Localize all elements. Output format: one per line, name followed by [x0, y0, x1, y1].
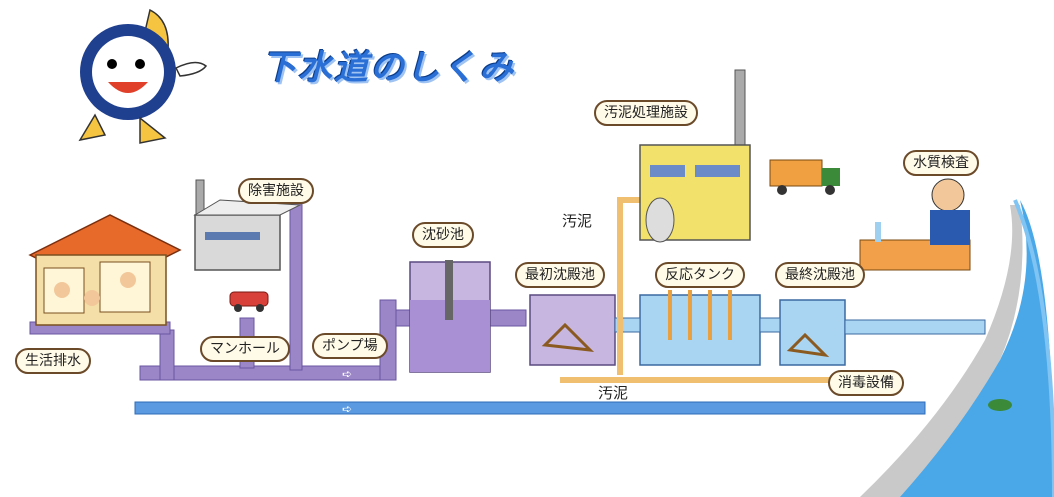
label-chinsachi: 沈砂池	[412, 222, 474, 248]
label-suishitsu-kensa: 水質検査	[903, 150, 979, 176]
label-shodoku-setsubi: 消毒設備	[828, 370, 904, 396]
flow-arrow-icon: ➪	[342, 402, 352, 416]
page-title: 下水道のしくみ	[262, 48, 516, 88]
svg-text:➪: ➪	[342, 367, 352, 381]
label-odei-lower: 汚泥	[598, 384, 629, 402]
label-seikatsu-haisui: 生活排水	[15, 348, 91, 374]
sludge-plant-icon	[639, 69, 751, 243]
river	[860, 199, 1054, 497]
label-saisho-chindenchi: 最初沈殿池	[515, 262, 605, 288]
storm-pipe	[134, 401, 926, 415]
label-odei-shori-shisetsu: 汚泥処理施設	[594, 100, 698, 126]
primary-settling-tank	[529, 294, 616, 366]
fish-icon	[988, 399, 1012, 411]
label-manhole: マンホール	[200, 336, 290, 362]
sand-chamber	[409, 260, 491, 373]
label-odei-upper: 汚泥	[562, 212, 593, 230]
reaction-tank	[639, 290, 761, 366]
label-saishu-chindenchi: 最終沈殿池	[775, 262, 865, 288]
scientist-icon	[859, 178, 971, 271]
label-pump-jo: ポンプ場	[312, 333, 388, 359]
label-hanno-tank: 反応タンク	[655, 262, 745, 288]
truck-icon	[769, 159, 840, 195]
mascot-icon	[78, 8, 208, 144]
final-settling-tank	[779, 299, 846, 366]
house-icon	[28, 214, 182, 326]
car-icon	[229, 291, 269, 312]
label-jogai-shisetsu: 除害施設	[238, 178, 314, 204]
